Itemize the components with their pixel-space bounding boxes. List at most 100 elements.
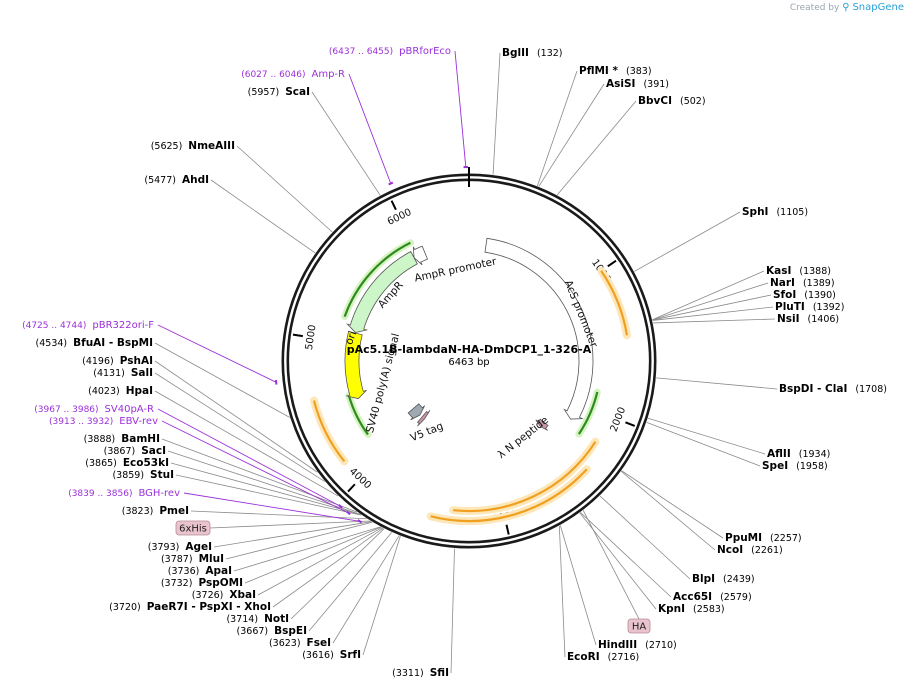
leader-sphi [634,211,741,272]
leader-fsei [332,535,400,644]
leader-sfoi [652,294,772,321]
enzyme-sfoi[interactable]: SfoI(1390) [773,289,836,301]
enzyme-agei[interactable]: (3793)AgeI [148,541,212,553]
leader-ppumi [621,470,724,539]
green-orf-arc-1 [577,391,599,435]
leader-pmei [190,510,367,520]
enzyme-ncoi[interactable]: NcoI(2261) [717,544,783,556]
primer-leader-bgh-rev [183,492,360,522]
tick-mark-3000 [505,524,510,535]
enzyme-noti[interactable]: (3714)NotI [226,613,289,625]
tick-label-2000: 2000 [609,406,629,434]
tick-label-5000: 5000 [304,324,319,351]
enzyme-pshai[interactable]: (4196)PshAI [82,355,153,367]
orf-arc-0 [600,270,629,336]
enzyme-pflmi[interactable]: PflMI *(383) [579,65,652,77]
leader-pluti [652,306,774,321]
leader-pflmi [537,70,578,187]
enzyme-hindiii[interactable]: HindIII(2710) [598,639,677,651]
feature-label-ori: ori [343,329,359,346]
leader-mlui [225,521,373,560]
primer-bgh-rev[interactable]: (3839 .. 3856)BGH-rev [68,488,180,499]
leader-nmeaiii [236,145,333,233]
enzyme-kpni[interactable]: KpnI(2583) [658,603,725,615]
leader-pspomi [244,526,382,584]
enzyme-eco53ki[interactable]: (3865)Eco53kI [85,457,169,469]
enzyme-hpai[interactable]: (4023)HpaI [88,385,153,397]
leader-bglii [492,52,501,175]
primer-amp-r[interactable]: (6027 .. 6046)Amp-R [241,69,345,80]
primer-mark-ebv-rev [345,510,351,516]
enzyme-fsei[interactable]: (3623)FseI [269,637,331,649]
enzyme-acc65i[interactable]: Acc65I(2579) [673,591,752,603]
primer-mark-amp-r [388,181,394,186]
enzyme-pspomi[interactable]: (3732)PspOMI [161,577,243,589]
primer-marks: (6437 .. 6455)pBRforEco (6027 .. 6046)Amp… [22,46,469,524]
tick-mark-2000 [625,421,636,427]
enzyme-spei[interactable]: SpeI(1958) [762,460,828,472]
enzyme-aflii[interactable]: AflII(1934) [767,448,830,460]
leader-srfi [362,535,401,656]
tag-leader-ha [582,510,640,620]
leader-sfii [450,548,455,674]
primer-leader-pbrforeco [454,50,467,168]
feature-label-n-peptide: λ N peptide [496,414,551,461]
feature-ampr [346,250,418,333]
enzyme-ppumi[interactable]: PpuMI(2257) [725,532,802,544]
tag-label-6xhis: 6xHis [179,524,207,535]
enzyme-kasi[interactable]: KasI(1388) [766,265,831,277]
enzyme-nari[interactable]: NarI(1389) [770,277,835,289]
enzyme-bbvci[interactable]: BbvCI(502) [638,95,706,107]
enzyme-sphi[interactable]: SphI(1105) [742,206,808,218]
leader-hpai [154,390,339,497]
enzyme-sali[interactable]: (4131)SalI [93,367,153,379]
enzyme-labels: BglII(132) PflMI *(383)AsiSI(391) BbvCI(50… [36,47,887,679]
plasmid-backbone [281,167,657,549]
enzyme-ecori[interactable]: EcoRI(2716) [567,651,639,663]
primer-ebv-rev[interactable]: (3913 .. 3932)EBV-rev [49,416,158,427]
enzyme-paer7i-pspxi-xhoi[interactable]: (3720)PaeR7I - PspXI - XhoI [109,601,271,613]
snapgene-credit: Created by ⚲ SnapGene [790,2,904,13]
primer-sv40pa-r[interactable]: (3967 .. 3986)SV40pA-R [34,404,154,415]
feature-acs-promoter [484,237,594,420]
primer-mark-sv40pa-r [338,504,343,509]
plasmid-name: pAc5.1B-lambdaN-HA-DmDCP1_1-326-A [347,343,592,356]
leader-bspdi-clai [656,377,778,390]
feature-v5-tag [416,410,431,427]
enzyme-bamhi[interactable]: (3888)BamHI [84,433,160,445]
enzyme-stui[interactable]: (3859)StuI [112,469,174,481]
enzyme-bspei[interactable]: (3667)BspEI [237,625,307,637]
leader-aflii [647,417,766,455]
enzyme-pmei[interactable]: (3823)PmeI [122,505,189,517]
enzyme-bglii[interactable]: BglII(132) [502,47,562,59]
enzyme-ahdi[interactable]: (5477)AhdI [144,174,209,186]
primer-leader-amp-r [348,73,392,184]
orf-arcs [309,239,631,525]
enzyme-blpi[interactable]: BlpI(2439) [692,573,755,585]
enzyme-nsii[interactable]: NsiI(1406) [777,313,839,325]
leader-nsii [653,318,776,324]
enzyme-xbai[interactable]: (3726)XbaI [192,589,256,601]
primer-pbrforeco[interactable]: (6437 .. 6455)pBRforEco [329,46,451,57]
enzyme-saci[interactable]: (3867)SacI [104,445,166,457]
snapgene-brand: SnapGene [852,2,904,13]
enzyme-asisi[interactable]: AsiSI(391) [606,78,669,90]
leader-kasi [652,270,765,321]
primer-pbr322ori-f[interactable]: (4725 .. 4744)pBR322ori-F [22,320,154,331]
enzyme-bspdi-clai[interactable]: BspDI - ClaI(1708) [779,383,887,395]
tick-mark-6000 [390,200,397,211]
leader-asisi [538,83,605,187]
plasmid-center: pAc5.1B-lambdaN-HA-DmDCP1_1-326-A 6463 b… [347,343,592,368]
enzyme-nmeaiii[interactable]: (5625)NmeAIII [151,140,235,152]
enzyme-scai[interactable]: (5957)ScaI [248,86,310,98]
enzyme-sfii[interactable]: (3311)SfiI [392,667,449,679]
enzyme-pluti[interactable]: PluTI(1392) [775,301,844,313]
snapgene-logo-icon: ⚲ [842,2,850,13]
leader-ahdi [210,179,316,254]
enzyme-bfuai-bspmi[interactable]: (4534)BfuAI - BspMI [36,337,153,349]
enzyme-srfi[interactable]: (3616)SrfI [302,649,361,661]
enzyme-apai[interactable]: (3736)ApaI [168,565,232,577]
leader-paer7i-pspxi-xhoi [272,527,384,608]
enzyme-mlui[interactable]: (3787)MluI [161,553,224,565]
